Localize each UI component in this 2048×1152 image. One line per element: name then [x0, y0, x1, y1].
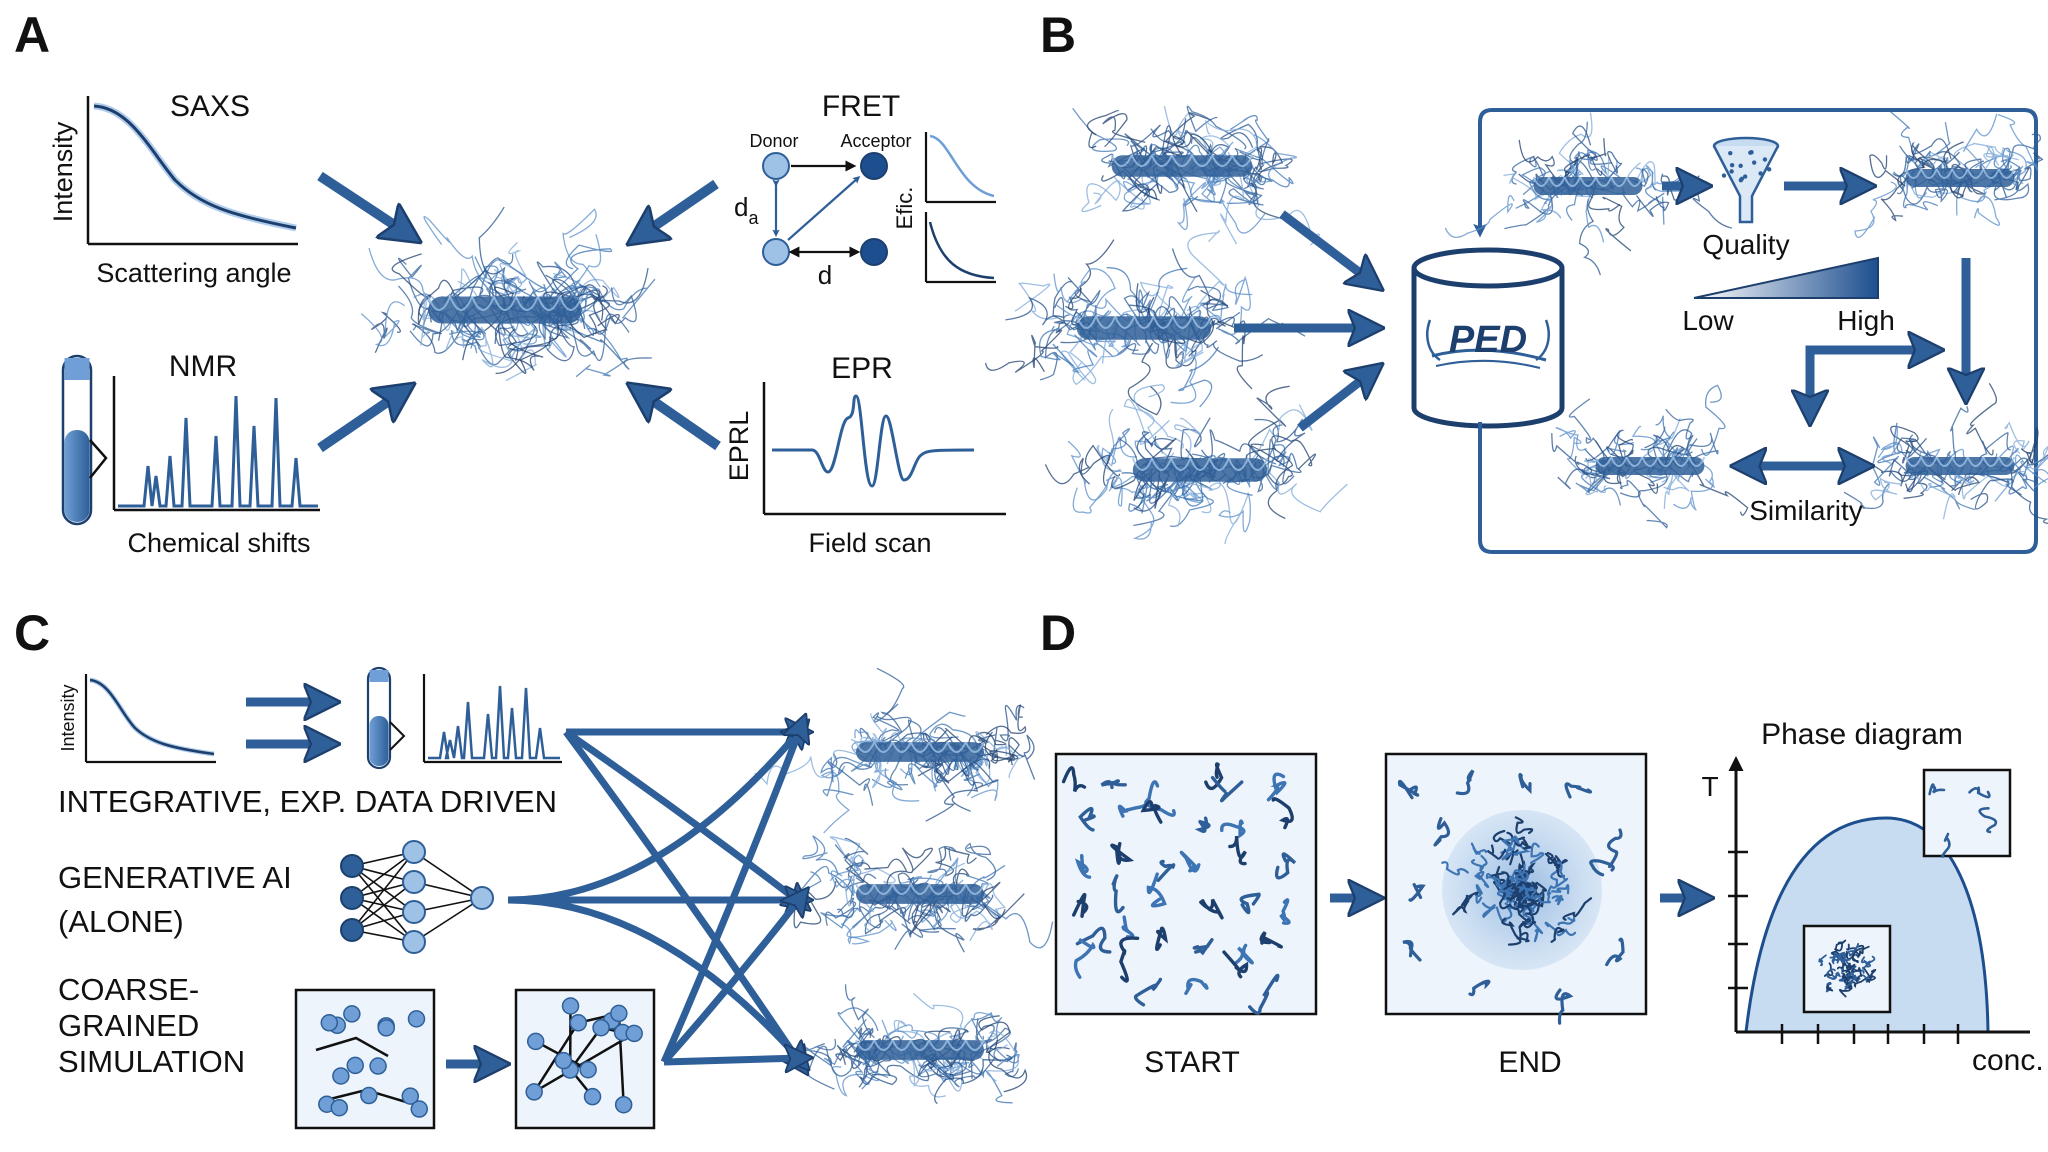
- saxs-plot: SAXS Intensity Scattering angle: [48, 90, 298, 288]
- cg-box-2: [514, 988, 656, 1130]
- panel-d: D START END Phase diagram T conc.: [1040, 605, 2044, 1079]
- genai-label-2: (ALONE): [58, 904, 184, 939]
- cg-label-1: COARSE-: [58, 972, 199, 1007]
- arrow-saxs: [317, 171, 408, 234]
- arrow-fret: [640, 179, 719, 236]
- c-saxs-ylabel: Intensity: [58, 684, 78, 751]
- cg-label-2: GRAINED: [58, 1008, 199, 1043]
- conc-axis-label: conc.: [1972, 1044, 2044, 1077]
- quality-low-label: Low: [1682, 305, 1734, 336]
- fret-d-label: d: [818, 260, 832, 290]
- acceptor-dot: [860, 152, 888, 180]
- epr-title: EPR: [831, 352, 893, 385]
- ensemble-b-filtered: [1854, 110, 2044, 239]
- ensemble-b-3: [1044, 384, 1348, 545]
- c-nmr-mini: [366, 666, 562, 770]
- donor-dot: [762, 152, 790, 180]
- workflow-box: [1478, 108, 2038, 554]
- donor-dot-2: [762, 238, 790, 266]
- ensemble-b-2: [984, 230, 1306, 416]
- quality-wedge: [1693, 256, 1879, 299]
- nmr-tube: [61, 354, 108, 526]
- nmr-title: NMR: [169, 350, 237, 383]
- saxs-xlabel: Scattering angle: [96, 258, 291, 288]
- ensemble-c-1: [754, 667, 1036, 834]
- panel-letter-a: A: [14, 7, 50, 63]
- integrative-label: INTEGRATIVE, EXP. DATA DRIVEN: [58, 784, 557, 819]
- phase-inset-dilute: [1922, 768, 2012, 858]
- ensemble-b-compare-1: [1551, 384, 1749, 529]
- fret-donor-label: Donor: [749, 131, 798, 151]
- ensemble-b-1: [1072, 105, 1321, 246]
- phase-title: Phase diagram: [1761, 718, 1963, 751]
- arrow-elbow: [1805, 350, 1930, 416]
- neural-network-icon: [340, 840, 494, 954]
- arrow-epr: [640, 392, 721, 451]
- panel-letter-c: C: [14, 605, 50, 661]
- ped-label: PED: [1449, 319, 1527, 361]
- ensemble-b-compare-2: [1843, 382, 2048, 524]
- acceptor-dot-2: [860, 238, 888, 266]
- fret-efficiency-plots: Efic.: [892, 132, 996, 284]
- arrow-b-in-1: [1279, 210, 1372, 282]
- arrow-b-in-3: [1297, 372, 1372, 432]
- ensemble-a: [360, 206, 656, 382]
- ped-database: PED: [1411, 247, 1565, 429]
- nmr-plot: NMR Chemical shifts: [61, 350, 320, 558]
- fret-title: FRET: [822, 90, 900, 123]
- genai-label-1: GENERATIVE AI: [58, 860, 292, 895]
- quality-high-label: High: [1837, 305, 1895, 336]
- panel-b: B PED Quality Lo: [984, 7, 2048, 554]
- quality-label: Quality: [1702, 229, 1789, 260]
- end-label: END: [1498, 1046, 1561, 1079]
- phase-diagram: Phase diagram T conc.: [1701, 718, 2043, 1077]
- fret-efficiency-label: Efic.: [892, 187, 917, 230]
- fret-diagram: FRET Donor Acceptor da d Efic.: [734, 90, 996, 290]
- fret-acceptor-label: Acceptor: [840, 131, 911, 151]
- nmr-xlabel: Chemical shifts: [127, 528, 310, 558]
- saxs-title: SAXS: [170, 90, 250, 123]
- panel-a: A SAXS Intensity Scattering angle NMR Ch…: [14, 7, 1006, 558]
- epr-xlabel: Field scan: [808, 528, 931, 558]
- panel-c: C Intensity INTEGRATIVE, EXP. DATA DRIVE…: [14, 605, 1054, 1130]
- ensemble-c-2: [793, 835, 1054, 953]
- panel-letter-b: B: [1040, 7, 1076, 63]
- similarity-label: Similarity: [1749, 495, 1863, 526]
- panel-letter-d: D: [1040, 605, 1076, 661]
- c-saxs-mini: Intensity: [58, 674, 216, 764]
- start-label: START: [1144, 1046, 1240, 1079]
- fret-da-label: da: [734, 192, 759, 228]
- funnel-icon: [1712, 136, 1780, 224]
- epr-ylabel: EPRL: [724, 411, 754, 482]
- method-fan-arrows: [507, 724, 802, 1066]
- cg-label-3: SIMULATION: [58, 1044, 245, 1079]
- epr-plot: EPR EPRL Field scan: [724, 352, 1006, 558]
- arrow-nmr: [317, 392, 402, 453]
- ensemble-c-3: [802, 984, 1028, 1105]
- t-axis-label: T: [1701, 771, 1718, 802]
- saxs-ylabel: Intensity: [48, 121, 78, 222]
